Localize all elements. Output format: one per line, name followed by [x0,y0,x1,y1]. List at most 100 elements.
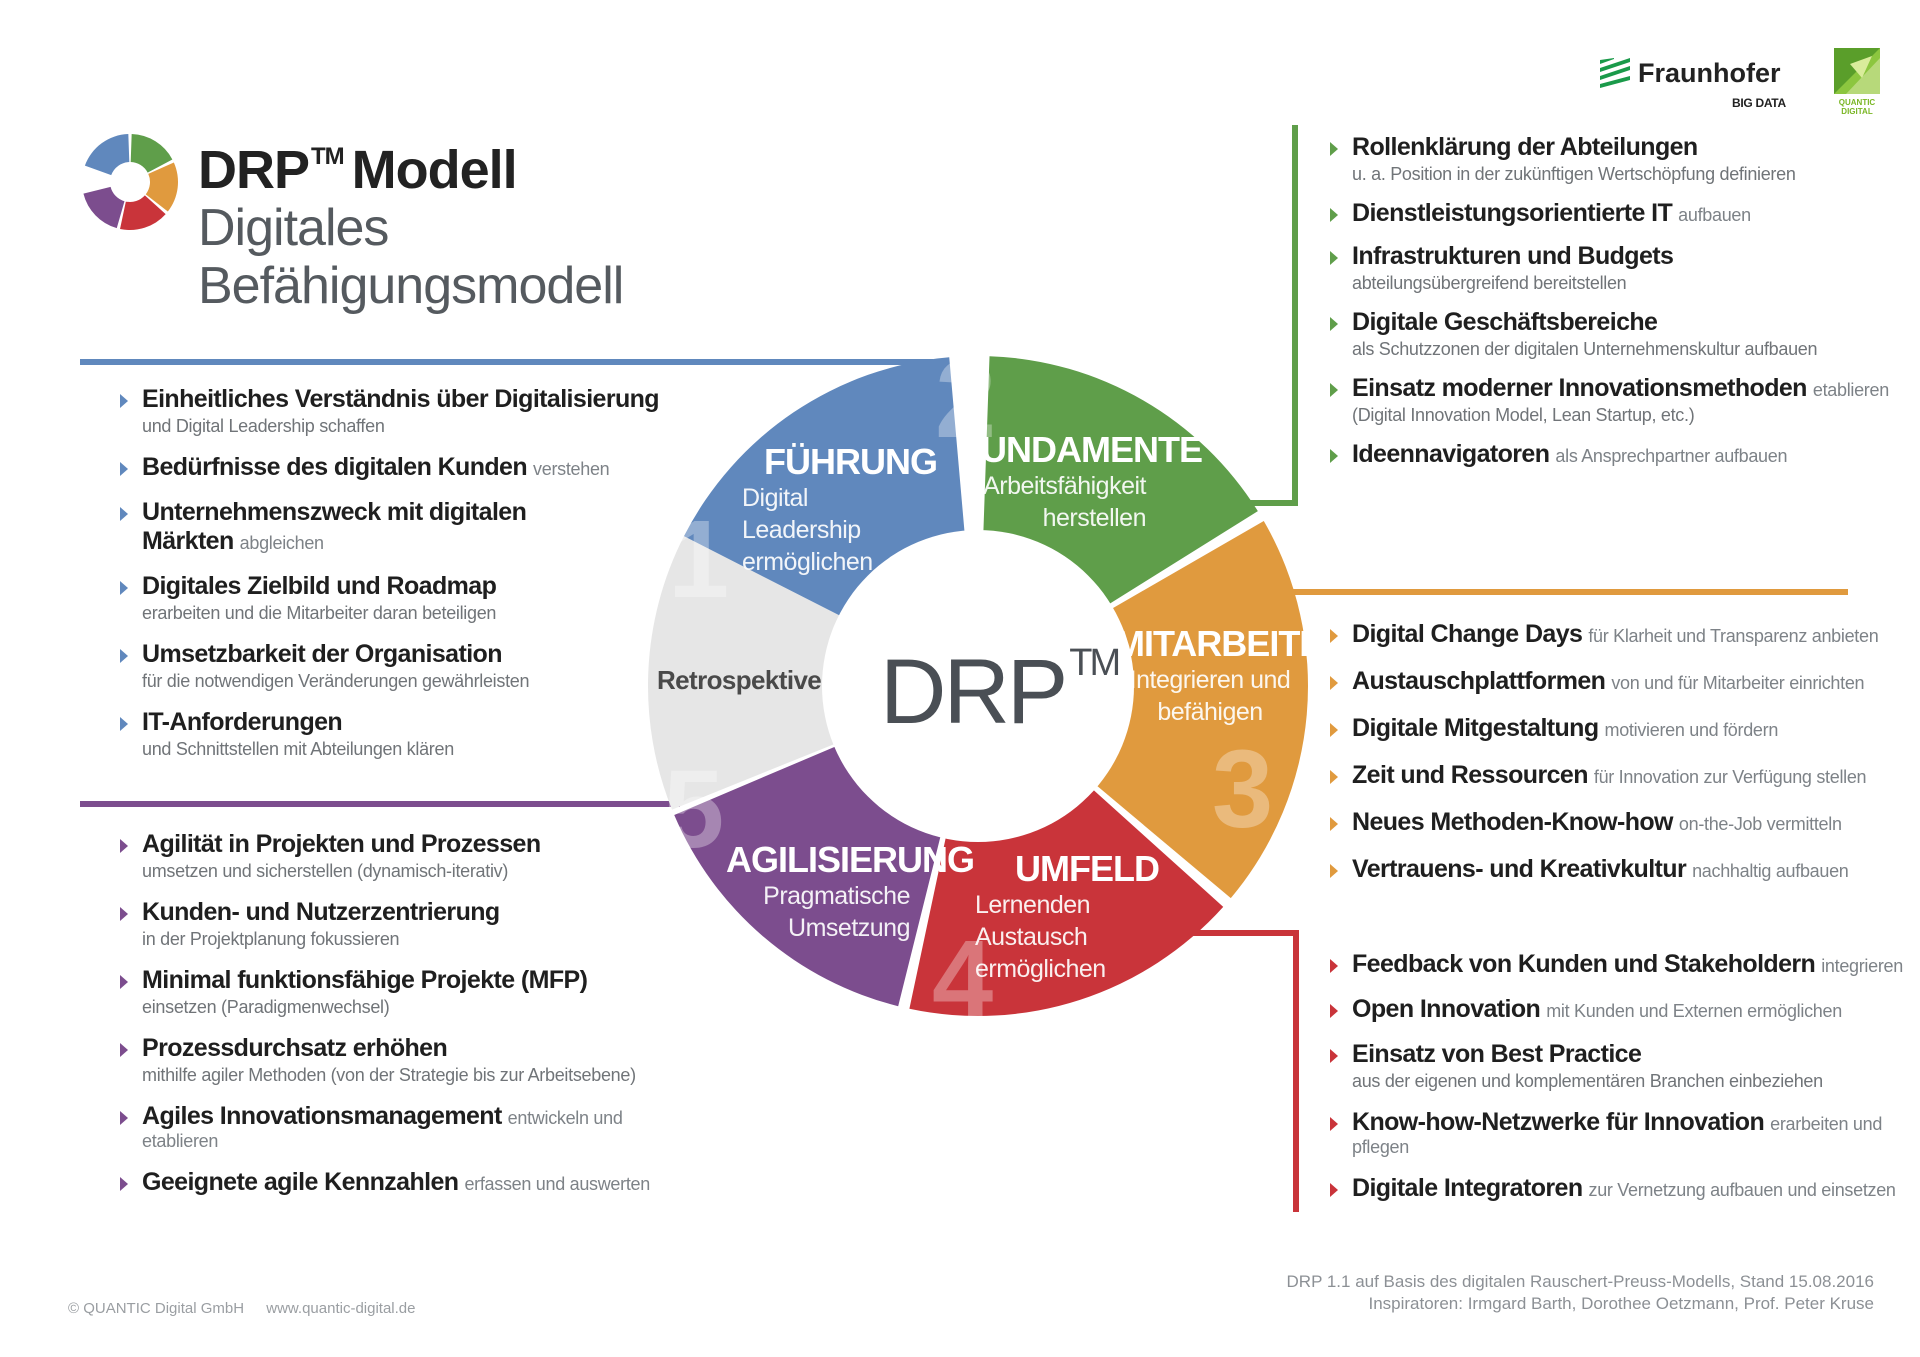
bullet-arrow-icon [1330,383,1338,397]
bullet-arrow-icon [120,1177,128,1191]
item-suffix: entwickeln und etablieren [142,1108,623,1151]
bullet-arrow-icon [1330,629,1338,643]
segment-sub2-umfeld: ermöglichen [975,955,1106,983]
item-detail: (Digital Innovation Model, Lean Startup,… [1352,405,1695,425]
fundamente-connector [1240,125,1298,506]
item-suffix: für Klarheit und Transparenz anbieten [1588,626,1879,646]
item-suffix: erfassen und auswerten [464,1174,650,1194]
item-suffix: verstehen [533,459,610,479]
bullet-arrow-icon [120,581,128,595]
wheel-segment-mitarbeiter [1092,521,1308,899]
bullet-arrow-icon [120,717,128,731]
segment-number-5: 5 [663,748,725,871]
segment-label-agilisierung: AGILISIERUNG Pragmatische Umsetzung [726,839,975,944]
segment-number-4: 4 [932,918,994,1041]
segment-heading-fundamente: FUNDAMENTE [960,429,1203,470]
segment-sub1-fundamente: Arbeitsfähigkeit [983,472,1146,500]
segment-number-3: 3 [1212,728,1274,851]
footer-inspirators: Inspiratoren: Irmgard Barth, Dorothee Oe… [1368,1294,1874,1313]
center-drp: DRP [880,641,1068,743]
item-main: Kunden- und Nutzerzentrierung [142,898,500,926]
item-main: Rollenklärung der Abteilungen [1352,133,1698,161]
item-suffix: erarbeiten und pflegen [1352,1114,1883,1157]
bullet-arrow-icon [1330,676,1338,690]
title-drp: DRP [198,140,310,200]
title-tm: TM [311,143,345,170]
item-main: Open Innovation [1352,995,1541,1023]
mini-ring-segment-umfeld [120,195,166,230]
segment-sub2-fuehrung: ermöglichen [742,548,873,576]
item-detail: mithilfe agiler Methoden (von der Strate… [142,1065,636,1085]
item-suffix: nachhaltig aufbauen [1692,861,1849,881]
fraunhofer-logo: Fraunhofer BIG DATA [1600,56,1800,114]
item-detail: in der Projektplanung fokussieren [142,929,400,949]
bullet-arrow-icon [120,507,128,521]
bullet-arrow-icon [120,1043,128,1057]
quantic-sub: DIGITAL [1841,107,1873,116]
segment-heading-mitarbeiter: MITARBEITER [1115,623,1348,664]
item-suffix: motivieren und fördern [1604,720,1779,740]
segment-sub1-umfeld: Lernenden Austausch [975,891,1091,951]
item-main: Digitales Zielbild und Roadmap [142,572,497,600]
item-detail: abteilungsübergreifend bereitstellen [1352,273,1627,293]
item-detail: einsetzen (Paradigmenwechsel) [142,997,390,1017]
item-main: Digitale Mitgestaltung [1352,714,1599,742]
segment-sub2-mitarbeiter: befähigen [1157,698,1263,726]
bullet-arrow-icon [120,975,128,989]
bullet-arrow-icon [1330,1183,1338,1197]
umfeld-connector [1180,930,1299,1212]
list-fuehrung: Einheitliches Verständnis über Digitalis… [120,385,680,776]
item-detail: aus der eigenen und komplementären Branc… [1352,1071,1823,1091]
item-detail: umsetzen und sicherstellen (dynamisch-it… [142,861,509,881]
mini-ring-segment-mitarbeiter [145,162,178,212]
mini-ring-segment-fundamente [130,134,173,173]
bullet-arrow-icon [1330,1117,1338,1131]
bullet-arrow-icon [1330,770,1338,784]
item-main: Geeignete agile Kennzahlen [142,1168,459,1196]
item-main: Vertrauens- und Kreativkultur [1352,855,1687,883]
item-main: Know-how-Netzwerke für Innovation [1352,1108,1765,1136]
bullet-arrow-icon [120,394,128,408]
footer-left: © QUANTIC Digital GmbH www.quantic-digit… [68,1300,434,1317]
item-detail: und Digital Leadership schaffen [142,416,385,436]
segment-heading-agilisierung: AGILISIERUNG [726,839,975,880]
list-item: Prozessdurchsatz erhöhen mithilfe agiler … [120,1034,680,1086]
wheel-segment-fuehrung [683,357,965,618]
item-main: Prozessdurchsatz erhöhen [142,1034,448,1062]
item-main: Einheitliches Verständnis über Digitalis… [142,385,660,413]
fraunhofer-sub: BIG DATA [1732,96,1786,110]
item-main: Dienstleistungsorientierte IT [1352,199,1673,227]
item-main: Digital Change Days [1352,620,1583,648]
footer-right: DRP 1.1 auf Basis des digitalen Rauscher… [1287,1271,1874,1315]
item-suffix: aufbauen [1678,205,1751,225]
segment-number-1: 1 [668,498,730,621]
segment-heading-umfeld: UMFELD [1015,848,1160,889]
item-suffix: für Innovation zur Verfügung stellen [1593,767,1867,787]
footer-url[interactable]: www.quantic-digital.de [266,1300,416,1317]
item-detail: als Schutzzonen der digitalen Unternehme… [1352,339,1818,359]
